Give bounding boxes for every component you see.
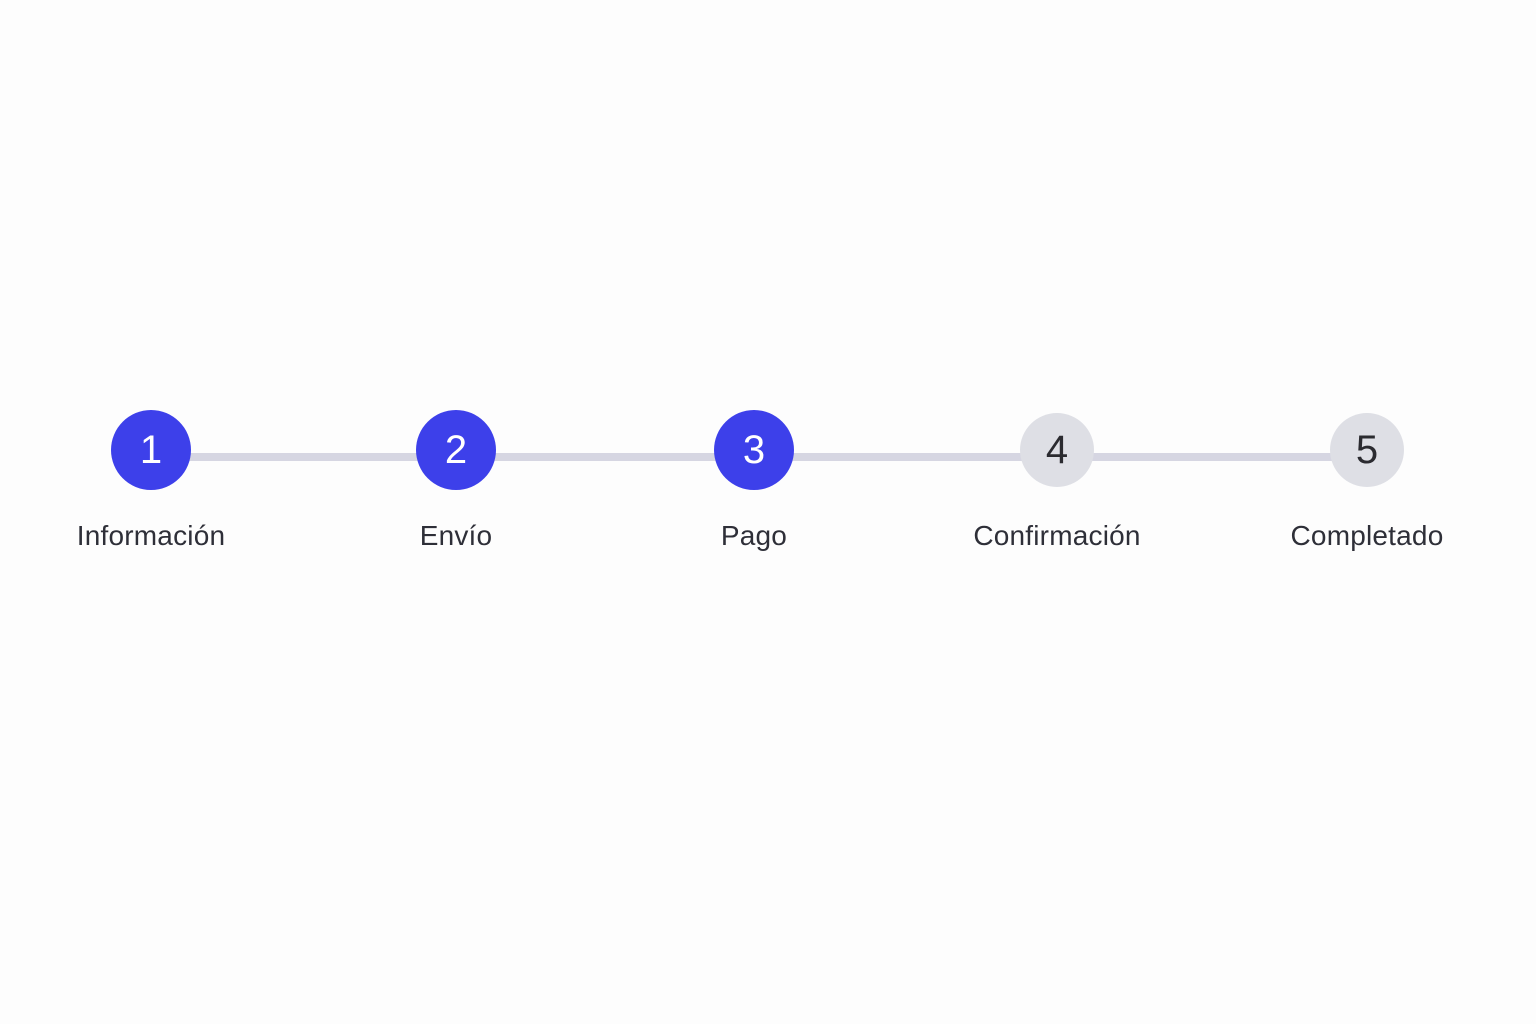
connector-2-3 [485, 453, 725, 461]
step-envio[interactable]: 2 Envío [336, 410, 576, 552]
connector-3-4 [783, 453, 1028, 461]
step-label: Confirmación [973, 520, 1141, 551]
step-number-circle: 4 [1020, 413, 1094, 487]
step-label: Completado [1290, 520, 1444, 551]
connector-4-5 [1085, 453, 1337, 461]
step-label: Envío [419, 520, 493, 551]
step-completado[interactable]: 5 Completado [1247, 410, 1487, 552]
connector-1-2 [180, 453, 430, 461]
step-number-circle: 5 [1330, 413, 1404, 487]
step-pago[interactable]: 3 Pago [634, 410, 874, 552]
step-label: Pago [720, 520, 788, 551]
step-number-circle: 3 [714, 410, 794, 490]
step-number-circle: 1 [111, 410, 191, 490]
step-label: Información [76, 520, 226, 551]
step-confirmacion[interactable]: 4 Confirmación [937, 410, 1177, 552]
step-informacion[interactable]: 1 Información [31, 410, 271, 552]
step-number-circle: 2 [416, 410, 496, 490]
